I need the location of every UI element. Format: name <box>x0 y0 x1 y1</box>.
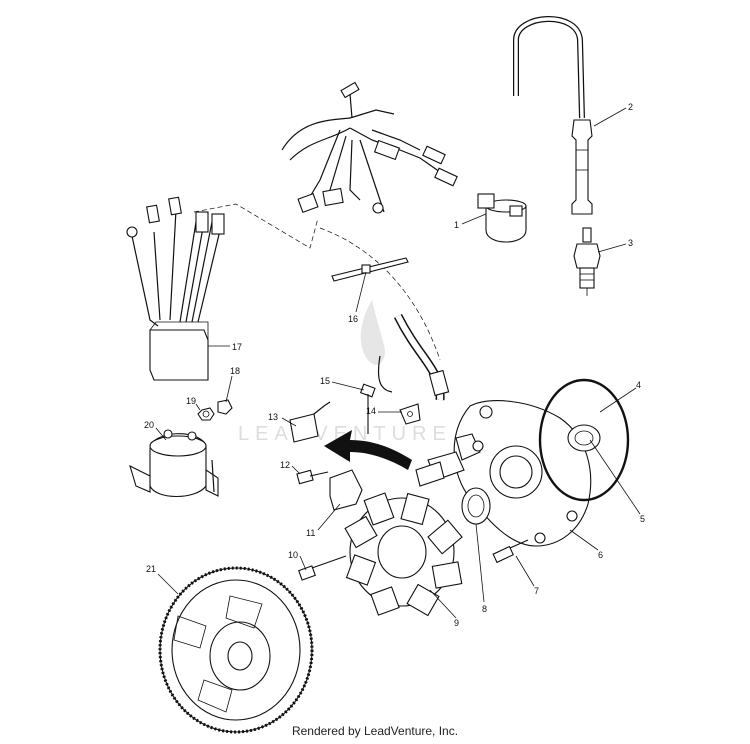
callout-3: 3 <box>628 238 633 248</box>
stator <box>344 492 463 617</box>
cable-tie <box>331 257 409 282</box>
callout-21: 21 <box>146 564 156 574</box>
callout-16: 16 <box>348 314 358 324</box>
callout-10: 10 <box>288 550 298 560</box>
watermark: LEADVENTURE <box>238 300 452 445</box>
watermark-text: LEADVENTURE <box>238 423 452 445</box>
cdi-box <box>126 196 225 381</box>
connection-line <box>319 227 441 361</box>
housing-bolt <box>492 539 529 564</box>
callout-5: 5 <box>640 514 645 524</box>
ignition-coil-assembly <box>477 16 593 243</box>
nut <box>197 407 215 421</box>
spark-plug <box>573 227 601 296</box>
footer-credit: Rendered by LeadVenture, Inc. <box>291 724 459 738</box>
screw <box>359 383 376 434</box>
callout-8: 8 <box>482 604 487 614</box>
pulse-coil <box>289 401 331 443</box>
callout-17: 17 <box>232 342 242 352</box>
callout-7: 7 <box>534 586 539 596</box>
callout-13: 13 <box>268 412 278 422</box>
bearing-seal <box>461 487 491 525</box>
callout-1: 1 <box>454 220 459 230</box>
callouts: 1 2 3 4 5 6 7 8 9 10 11 12 13 14 15 16 1… <box>144 102 645 628</box>
grommet <box>377 313 450 401</box>
starter-solenoid <box>129 429 219 497</box>
oil-seal <box>567 424 601 452</box>
bolt <box>217 399 233 415</box>
callout-15: 15 <box>320 376 330 386</box>
leader-lines <box>155 107 641 619</box>
callout-6: 6 <box>598 550 603 560</box>
flywheel <box>158 566 314 734</box>
callout-4: 4 <box>636 380 641 390</box>
callout-12: 12 <box>280 460 290 470</box>
callout-9: 9 <box>454 618 459 628</box>
direction-arrow <box>324 430 412 470</box>
connection-line <box>193 203 319 249</box>
callout-2: 2 <box>628 102 633 112</box>
callout-11: 11 <box>306 528 315 538</box>
o-ring <box>538 378 630 502</box>
callout-18: 18 <box>230 366 240 376</box>
callout-19: 19 <box>186 396 196 406</box>
stator-screw <box>298 555 347 581</box>
wire-clamp <box>399 403 421 425</box>
bracket <box>329 469 363 511</box>
wiring-harness <box>281 81 458 214</box>
callout-14: 14 <box>366 406 376 416</box>
bracket-screw <box>296 469 329 485</box>
callout-20: 20 <box>144 420 154 430</box>
